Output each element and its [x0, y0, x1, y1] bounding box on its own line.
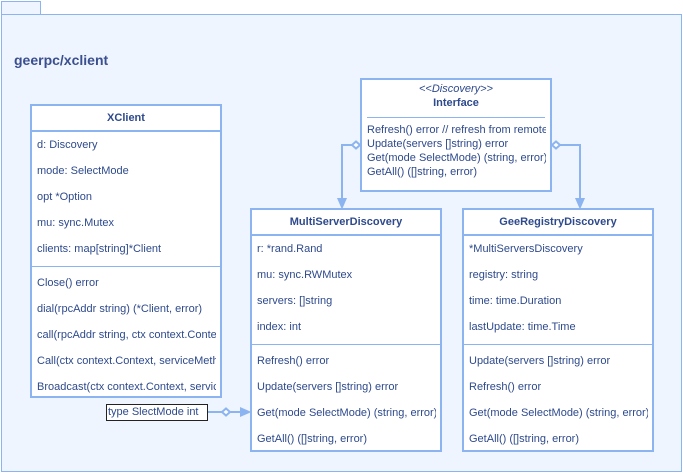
multi-server-discovery-class[interactable]: MultiServerDiscovery r: *rand.Rand mu: s…	[250, 208, 442, 452]
field: *MultiServersDiscovery	[469, 243, 583, 255]
field: d: Discovery	[37, 139, 98, 151]
field: lastUpdate: time.Time	[469, 321, 576, 333]
discovery-interface[interactable]: <<Discovery>> Interface Refresh() error …	[360, 78, 552, 192]
arrowhead-icon	[336, 198, 348, 210]
gee-registry-discovery-class[interactable]: GeeRegistryDiscovery *MultiServersDiscov…	[462, 208, 654, 452]
field: r: *rand.Rand	[257, 243, 323, 255]
section-divider	[32, 266, 220, 267]
xclient-class[interactable]: XClient d: Discovery mode: SelectMode op…	[30, 104, 222, 398]
diamond-icon	[220, 407, 232, 417]
section-divider	[367, 117, 545, 118]
field: mode: SelectMode	[37, 165, 129, 177]
stereotype: <<Discovery>>	[419, 83, 493, 95]
arrowhead-icon	[240, 406, 252, 418]
field: time: time.Duration	[469, 295, 562, 307]
method: Update(servers []string) error	[469, 355, 611, 367]
field: servers: []string	[257, 295, 333, 307]
package-title: geerpc/xclient	[14, 52, 109, 68]
field: opt *Option	[37, 191, 93, 203]
class-name: XClient	[32, 106, 220, 132]
arrowhead-icon	[574, 198, 586, 210]
interface-name: Interface	[433, 97, 479, 109]
field: index: int	[257, 321, 302, 333]
diamond-icon	[550, 140, 562, 150]
edge-interface-to-gee	[560, 144, 581, 198]
method: Get(mode SelectMode) (string, error)	[257, 407, 436, 419]
edge-interface-to-multi	[341, 144, 352, 198]
method: call(rpcAddr string, ctx context.Context…	[37, 329, 216, 341]
section-divider	[464, 344, 652, 345]
method: dial(rpcAddr string) (*Client, error)	[37, 303, 203, 315]
method: Refresh() error // refresh from remote r…	[367, 124, 546, 136]
method: GetAll() ([]string, error)	[257, 433, 368, 445]
method: Refresh() error	[469, 381, 542, 393]
field: mu: sync.RWMutex	[257, 269, 353, 281]
method: Get(mode SelectMode) (string, error)	[367, 152, 546, 164]
method: Close() error	[37, 277, 99, 289]
diamond-icon	[350, 140, 362, 150]
method: Get(mode SelectMode) (string, error)	[469, 407, 648, 419]
method: Call(ctx context.Context, serviceMethod	[37, 355, 216, 367]
method: Broadcast(ctx context.Context, serviceMe…	[37, 381, 216, 393]
method: GetAll() ([]string, error)	[367, 166, 478, 178]
method: GetAll() ([]string, error)	[469, 433, 580, 445]
field: registry: string	[469, 269, 539, 281]
method: Update(servers []string) error	[367, 138, 509, 150]
class-name: MultiServerDiscovery	[252, 210, 440, 236]
method: Update(servers []string) error	[257, 381, 399, 393]
select-mode-note: type SlectMode int	[106, 404, 208, 421]
class-name: GeeRegistryDiscovery	[464, 210, 652, 236]
method: Refresh() error	[257, 355, 330, 367]
field: mu: sync.Mutex	[37, 217, 115, 229]
field: clients: map[string]*Client	[37, 243, 162, 255]
section-divider	[252, 344, 440, 345]
